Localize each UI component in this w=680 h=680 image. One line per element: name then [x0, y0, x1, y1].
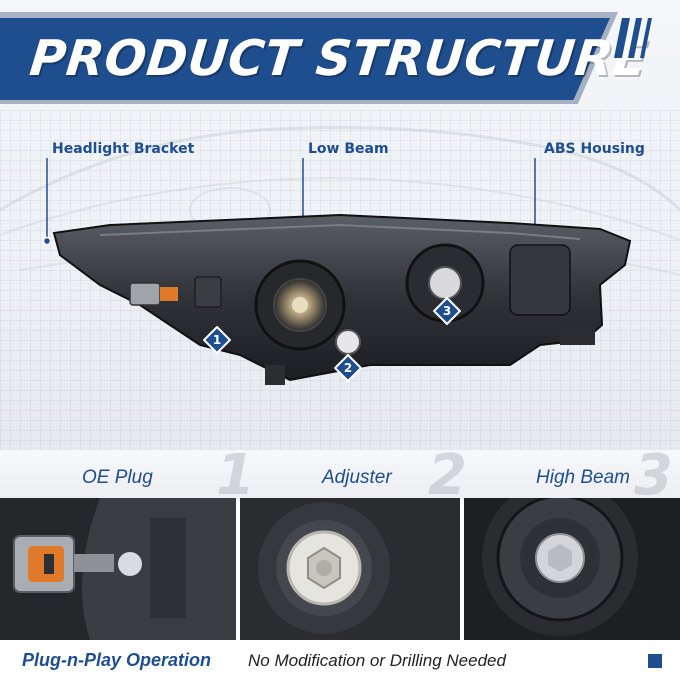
headlight-assembly-image — [52, 213, 632, 385]
banner-stripes — [614, 18, 652, 58]
oe-plug-detail-image — [0, 498, 236, 640]
footer-highlight-text: Plug-n-Play Operation — [22, 650, 212, 670]
marker-2-number: 2 — [343, 361, 353, 375]
title-banner — [0, 18, 610, 100]
feature-number-3: 3 — [634, 443, 673, 508]
footer-square-icon — [648, 654, 662, 668]
feature-label-oe-plug: OE Plug — [82, 467, 153, 488]
feature-label-bar — [0, 450, 680, 500]
marker-2-icon — [334, 354, 362, 382]
marker-3-number: 3 — [442, 304, 452, 318]
feature-number-2: 2 — [428, 443, 467, 508]
footer — [0, 640, 680, 680]
product-diagram-area: PRODUCT STRUCTURE Headlight Bracket Low … — [0, 0, 680, 450]
footer-description-text: No Modification or Drilling Needed — [248, 651, 506, 670]
feature-label-high-beam: High Beam — [536, 467, 630, 488]
marker-1-icon — [203, 326, 231, 354]
feature-number-1: 1 — [216, 443, 255, 508]
callout-abs-housing: ABS Housing — [544, 141, 645, 157]
adjuster-detail-image — [240, 498, 460, 640]
high-beam-detail-image — [464, 498, 680, 640]
feature-label-adjuster: Adjuster — [322, 467, 392, 488]
feature-detail-panels — [0, 498, 680, 640]
marker-3-icon — [433, 297, 461, 325]
callout-headlight-bracket: Headlight Bracket — [52, 141, 195, 157]
callout-low-beam: Low Beam — [308, 141, 389, 157]
marker-1-number: 1 — [212, 333, 222, 347]
